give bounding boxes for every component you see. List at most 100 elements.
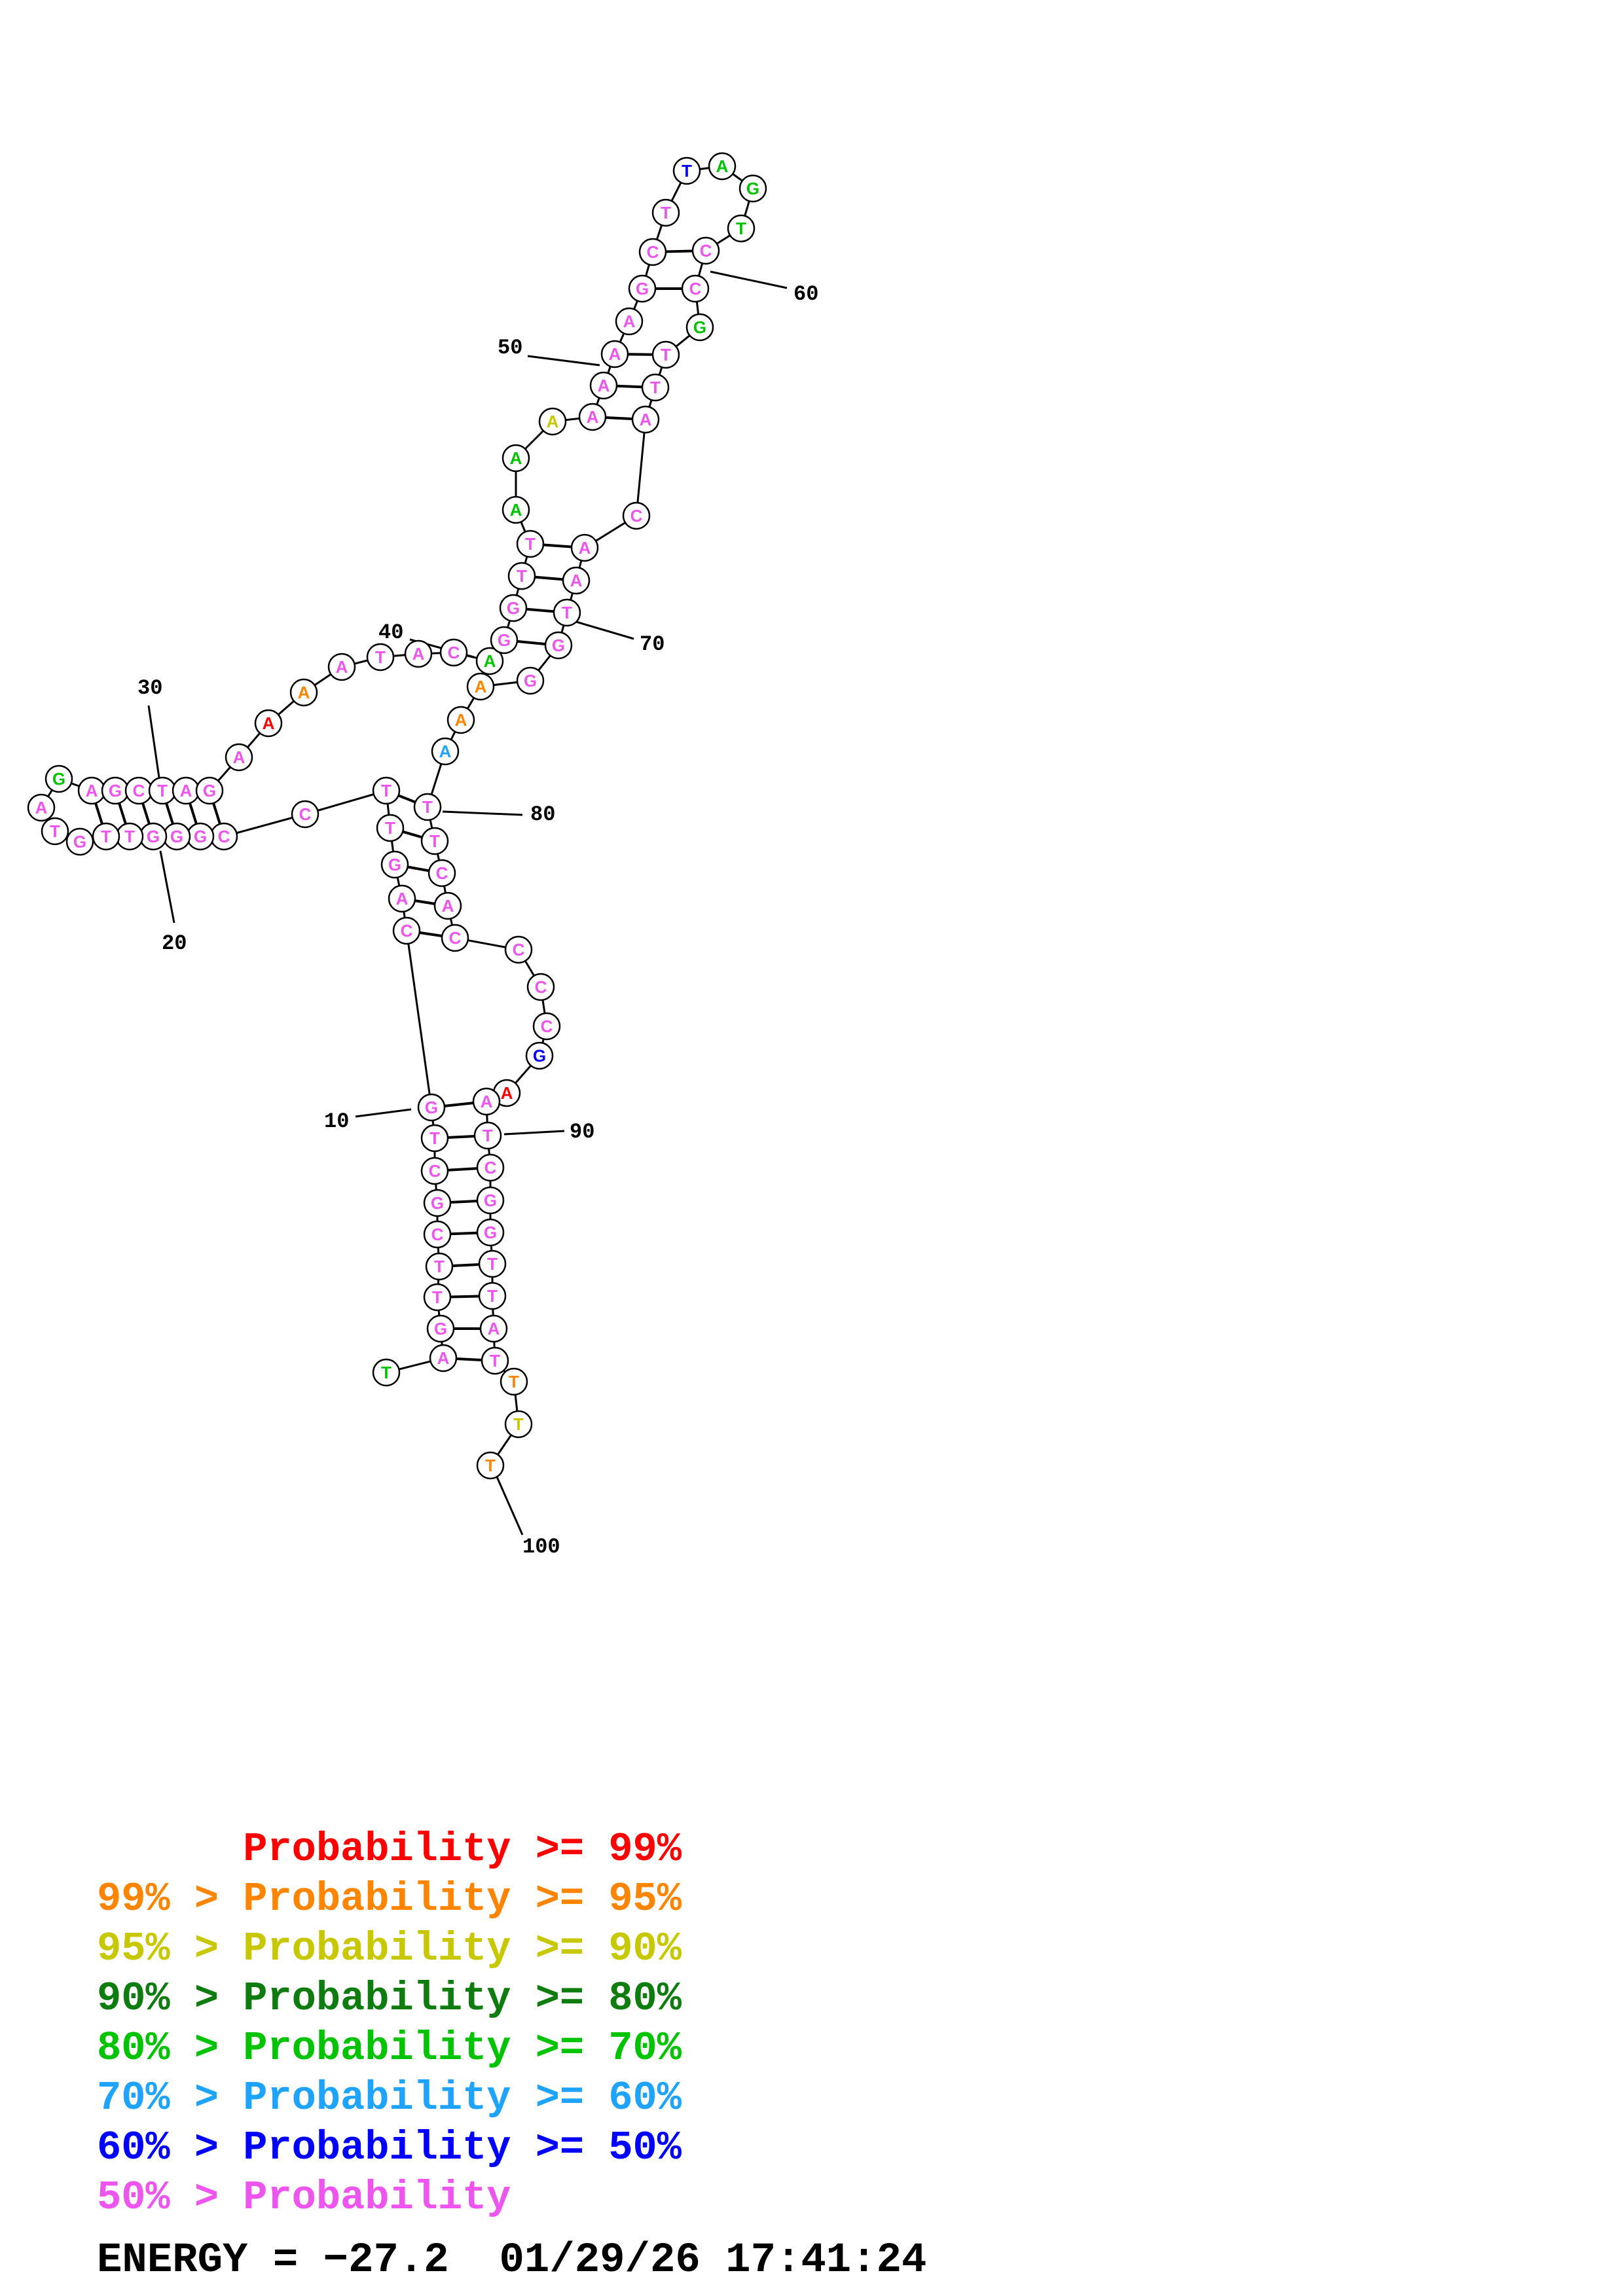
nucleotide: T [651, 340, 680, 369]
nucleotide-circle [739, 174, 767, 203]
nucleotide-letter: C [133, 781, 145, 800]
nucleotide-letter: A [579, 538, 591, 558]
nucleotide-circle [45, 764, 73, 793]
nucleotide: A [631, 405, 660, 434]
nucleotide-letter: A [442, 896, 454, 916]
nucleotide-letter: A [298, 683, 310, 702]
nucleotide-circle [372, 776, 401, 805]
nucleotide-letter: T [682, 161, 692, 181]
nucleotide-letter: G [533, 1046, 546, 1066]
nucleotide-circle [420, 1124, 449, 1153]
nucleotide-circle [691, 236, 720, 265]
nucleotide-letter: A [481, 1092, 493, 1111]
nucleotide: C [210, 822, 238, 851]
nucleotide-letter: A [35, 798, 48, 817]
nucleotide-letter: T [650, 378, 661, 397]
nucleotide-letter: G [484, 1223, 497, 1242]
nucleotide: A [562, 566, 591, 595]
nucleotide-letter: C [647, 242, 659, 262]
nucleotide: G [544, 631, 573, 660]
nucleotide-circle [681, 274, 710, 303]
nucleotide-letter: A [439, 742, 452, 761]
nucleotide: C [476, 1153, 505, 1182]
nucleotide-letter: C [299, 804, 312, 824]
nucleotide-circle [225, 743, 253, 772]
nucleotide: A [327, 653, 356, 681]
legend-line: 50% > Probability [97, 2174, 511, 2221]
nucleotide-circle [65, 827, 94, 856]
nucleotide-letter: C [436, 863, 448, 883]
nucleotide: G [423, 1189, 452, 1217]
nucleotide: C [681, 274, 710, 303]
nucleotide: C [124, 776, 153, 805]
nucleotide-circle [562, 566, 591, 595]
nucleotide-letter: C [401, 921, 413, 941]
nucleotide-letter: T [434, 1257, 445, 1276]
nucleotide-letter: C [630, 506, 643, 526]
nucleotide: A [433, 891, 462, 920]
nucleotide: A [538, 407, 567, 436]
nucleotide: A [77, 776, 106, 805]
nucleotide-letter: T [513, 1414, 524, 1434]
nucleotide: A [501, 444, 530, 473]
base-pair-lines [90, 249, 706, 1362]
nucleotide-letter: C [448, 643, 460, 662]
nucleotide: A [615, 307, 644, 336]
nucleotide: C [622, 501, 651, 530]
nucleotide-circle [499, 594, 528, 622]
nucleotide-letter: T [385, 818, 395, 838]
position-label: 90 [570, 1120, 594, 1144]
nucleotide: T [92, 822, 120, 851]
nucleotide-circle [615, 307, 644, 336]
nucleotide: A [472, 1087, 501, 1116]
nucleotide: G [516, 666, 545, 695]
nucleotide-letter: G [425, 1098, 438, 1117]
nucleotide: A [404, 639, 433, 668]
nucleotide-letter: C [484, 1158, 497, 1177]
nucleotide-letter: A [488, 1319, 500, 1338]
nucleotide: A [501, 495, 530, 524]
nucleotide: G [139, 822, 168, 851]
legend-line: 99% > Probability >= 95% [97, 1876, 682, 1922]
nucleotide-letter: G [388, 855, 401, 874]
nucleotide-circle [631, 405, 660, 434]
nucleotide-letter: C [429, 1161, 441, 1181]
nucleotide: T [507, 562, 536, 590]
nucleotide: C [526, 973, 555, 1001]
nucleotide-letter: A [412, 644, 425, 664]
nucleotide-circle [92, 822, 120, 851]
nucleotide-circle [426, 1314, 455, 1343]
nucleotide: T [425, 1252, 454, 1281]
position-label: 40 [378, 620, 403, 645]
nucleotide-circle [327, 653, 356, 681]
nucleotide-circle [481, 1346, 509, 1375]
nucleotide-letter: A [609, 344, 621, 364]
nucleotide: T [481, 1346, 509, 1375]
nucleotide: A [172, 776, 200, 805]
nucleotide: G [490, 626, 519, 655]
nucleotide-letter: T [157, 781, 168, 800]
nucleotide: C [392, 916, 421, 945]
nucleotide-circle [628, 274, 657, 303]
nucleotide-letter: T [429, 831, 440, 851]
nucleotide-circle [638, 238, 667, 266]
nucleotide-letter: T [429, 1128, 440, 1148]
nucleotide: A [429, 1344, 458, 1372]
nucleotide: G [739, 174, 767, 203]
nucleotide-letter: T [485, 1456, 496, 1475]
nucleotide: C [691, 236, 720, 265]
nucleotide: A [570, 533, 599, 562]
nucleotide-circle [526, 973, 555, 1001]
position-label: 30 [137, 676, 162, 700]
nucleotide-letter: T [483, 1126, 493, 1145]
nucleotide: T [473, 1121, 502, 1150]
nucleotide-letter: A [587, 407, 599, 427]
nucleotide-letter: T [490, 1351, 500, 1371]
nucleotide-circle [538, 407, 567, 436]
position-label-line [442, 810, 523, 816]
nucleotide: C [532, 1012, 561, 1041]
legend-line: 60% > Probability >= 50% [97, 2125, 682, 2171]
nucleotide-circle [589, 371, 618, 400]
position-label-line [710, 270, 788, 289]
nucleotide-letter: A [86, 781, 98, 800]
